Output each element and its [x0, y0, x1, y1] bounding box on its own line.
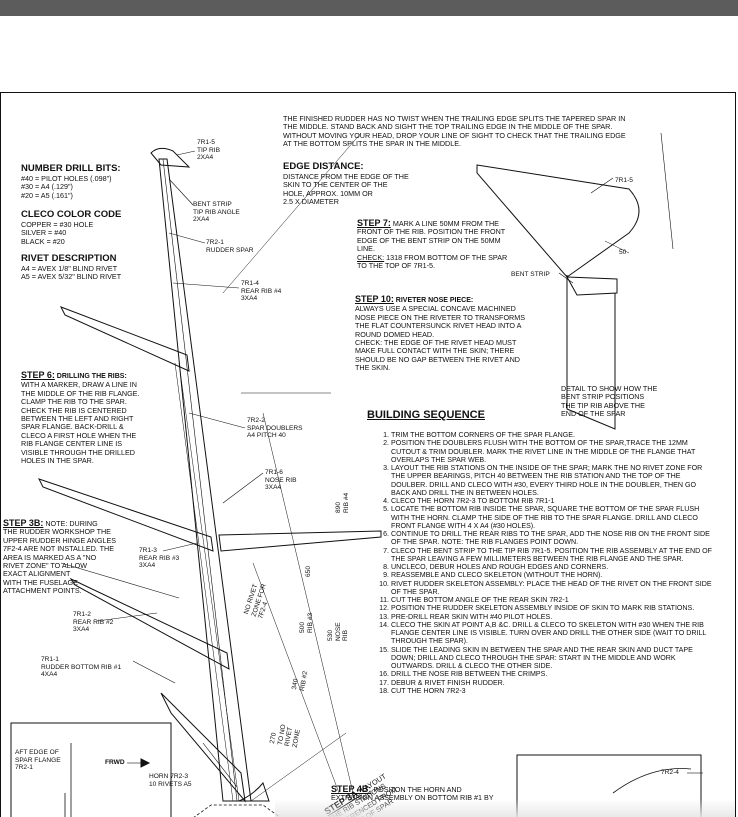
step-4b-heading: STEP 4B:: [331, 784, 372, 794]
sequence-step: DEBUR & RIVET FINISH RUDDER.: [391, 679, 713, 687]
step-4b-text: POSITON THE HORN AND EXTRUSION ASSEMBLY …: [331, 785, 494, 803]
step-6-text: WITH A MARKER, DRAW A LINE IN THE MIDDLE…: [21, 380, 140, 466]
edge-distance-title: EDGE DISTANCE:: [283, 161, 364, 172]
label-rear-rib-3: 7R1-3 REAR RIB #3 3XA4: [139, 547, 180, 570]
sequence-step: RIVET RUDDER SKELETON ASSEMBLY: PLACE TH…: [391, 580, 713, 597]
sequence-step: SLIDE THE LEADING SKIN IN BETWEEN THE SP…: [391, 646, 713, 671]
step-6-heading: STEP 6:: [21, 370, 55, 380]
sequence-step: CLECO THE BENT STRIP TO THE TIP RIB 7R1-…: [391, 547, 713, 564]
sequence-step: POSITION THE DOUBLERS FLUSH WITH THE BOT…: [391, 439, 713, 464]
label-rear-rib-2: 7R1-2 REAR RIB #2 3XA4: [73, 611, 114, 634]
step-3b-heading: STEP 3B:: [3, 518, 44, 528]
step-10-note: STEP 10: RIVETER NOSE PIECE: ALWAYS USE …: [355, 295, 525, 373]
cleco-color-text: COPPER = #30 HOLE SILVER = #40 BLACK = #…: [21, 220, 94, 246]
label-rudder-spar: 7R2-1 RUDDER SPAR: [206, 239, 254, 254]
label-horn: HORN 7R2-3 10 RIVETS A5: [149, 773, 192, 788]
sequence-step: REASSEMBLE AND CLECO SKELETON (WITHOUT T…: [391, 571, 713, 579]
label-detail-50: 50: [619, 249, 627, 256]
building-sequence-list: TRIM THE BOTTOM CORNERS OF THE SPAR FLAN…: [379, 431, 713, 695]
rivet-description-text: A4 = AVEX 1/8" BLIND RIVET A5 = AVEX 5/3…: [21, 264, 122, 282]
step-6-note: STEP 6: DRILLING THE RIBS: WITH A MARKER…: [21, 371, 139, 465]
building-sequence-title: BUILDING SEQUENCE: [367, 409, 485, 421]
label-bottom-rib-1: 7R1-1 RUDDER BOTTOM RIB #1 4XA4: [41, 656, 122, 679]
drawing-sheet: NUMBER DRILL BITS: #40 = PILOT HOLES (.0…: [0, 92, 736, 817]
label-forward: FRWD: [105, 759, 125, 766]
edge-distance-text: DISTANCE FROM THE EDGE OF THE SKIN TO TH…: [283, 172, 409, 207]
sequence-step: POSITION THE RUDDER SKELETON ASSEMBLY IN…: [391, 604, 713, 612]
drill-bits-text: #40 = PILOT HOLES (.098") #30 = A4 (.129…: [21, 174, 112, 200]
step-3b-note: STEP 3B: NOTE: DURING THE RUDDER WORKSHO…: [3, 519, 116, 596]
label-nose-rib: 7R1-6 NOSE RIB 3XA4: [265, 469, 297, 492]
rivet-description-title: RIVET DESCRIPTION: [21, 253, 117, 264]
step-7-check-text: 1318 FROM BOTTOM OF THE SPAR TO THE TOP …: [357, 252, 508, 271]
sequence-step: CUT THE BOTTOM ANGLE OF THE REAR SKIN 7R…: [391, 596, 713, 604]
label-spar-doublers: 7R2-2 SPAR DOUBLERS A4 PITCH 40: [247, 417, 303, 440]
step-6-subheading: DRILLING THE RIBS:: [54, 373, 127, 380]
cleco-color-title: CLECO COLOR CODE: [21, 209, 122, 220]
label-tip-rib: 7R1-5 TIP RIB 2XA4: [197, 139, 220, 162]
dim-650: 650: [305, 565, 312, 577]
sequence-step: LOCATE THE BOTTOM RIB INSIDE THE SPAR, S…: [391, 505, 713, 530]
step-7-note: STEP 7: MARK A LINE 50mm FROM THE FRONT …: [357, 219, 507, 270]
scan-edge-shadow: [275, 799, 735, 817]
label-7r2-4: 7R2-4: [661, 769, 679, 776]
step-10-subheading: RIVETER NOSE PIECE:: [393, 297, 474, 304]
dim-530-nose-rib: 530 NOSE RIB: [327, 622, 350, 641]
step-7-text: MARK A LINE 50mm FROM THE FRONT OF THE R…: [357, 219, 506, 254]
sequence-step: TRIM THE BOTTOM CORNERS OF THE SPAR FLAN…: [391, 431, 713, 439]
sequence-step: PRE-DRILL REAR SKIN WITH #40 PILOT HOLES…: [391, 613, 713, 621]
rudder-assembly-drawing: [10, 132, 703, 817]
twist-note: THE FINISHED RUDDER HAS NO TWIST WHEN TH…: [283, 114, 626, 149]
dim-500-rib-3: 500 RIB #3: [299, 612, 314, 633]
sequence-step: CONTINUE TO DRILL THE REAR RIBS TO THE S…: [391, 530, 713, 547]
sequence-step: UNCLECO, DEBUR HOLES AND ROUGH EDGES AND…: [391, 563, 713, 571]
label-detail-bent-strip: BENT STRIP: [511, 271, 550, 278]
sequence-step: CLECO THE HORN 7R2-3 TO BOTTOM RIB 7R1-1: [391, 497, 713, 505]
sequence-step: CUT THE HORN 7R2-3: [391, 687, 713, 695]
sequence-step: LAYOUT THE RIB STATIONS ON THE INSIDE OF…: [391, 464, 713, 497]
detail-note: DETAIL TO SHOW HOW THE BENT STRIP POSITI…: [561, 384, 658, 419]
sequence-step: CLECO THE SKIN AT POINT A,B &C. DRILL & …: [391, 621, 713, 646]
dim-890-rib-4: 890 RIB #4: [335, 492, 350, 513]
sequence-step: DRILL THE NOSE RIB BETWEEN THE CRIMPS.: [391, 670, 713, 678]
step-3b-text: NOTE: DURING THE RUDDER WORKSHOP THE UPP…: [3, 519, 117, 596]
step-10-heading: STEP 10:: [355, 294, 394, 304]
label-rear-rib-4: 7R1-4 REAR RIB #4 3XA4: [241, 280, 282, 303]
label-bent-strip: BENT STRIP TIP RIB ANGLE 2XA4: [193, 201, 240, 224]
label-detail-tip-rib: 7R1-5: [615, 177, 633, 184]
top-toolbar-bar: [0, 0, 738, 16]
step-4b-note: STEP 4B: POSITON THE HORN AND EXTRUSION …: [331, 785, 494, 803]
step-7-heading: STEP 7:: [357, 218, 391, 228]
step-10-text: ALWAYS USE A SPECIAL CONCAVE MACHINED NO…: [355, 304, 526, 373]
label-aft-edge: AFT EDGE OF SPAR FLANGE 7R2-1: [15, 749, 61, 772]
drill-bits-title: NUMBER DRILL BITS:: [21, 163, 121, 174]
step-7-check-heading: CHECK:: [357, 252, 385, 262]
